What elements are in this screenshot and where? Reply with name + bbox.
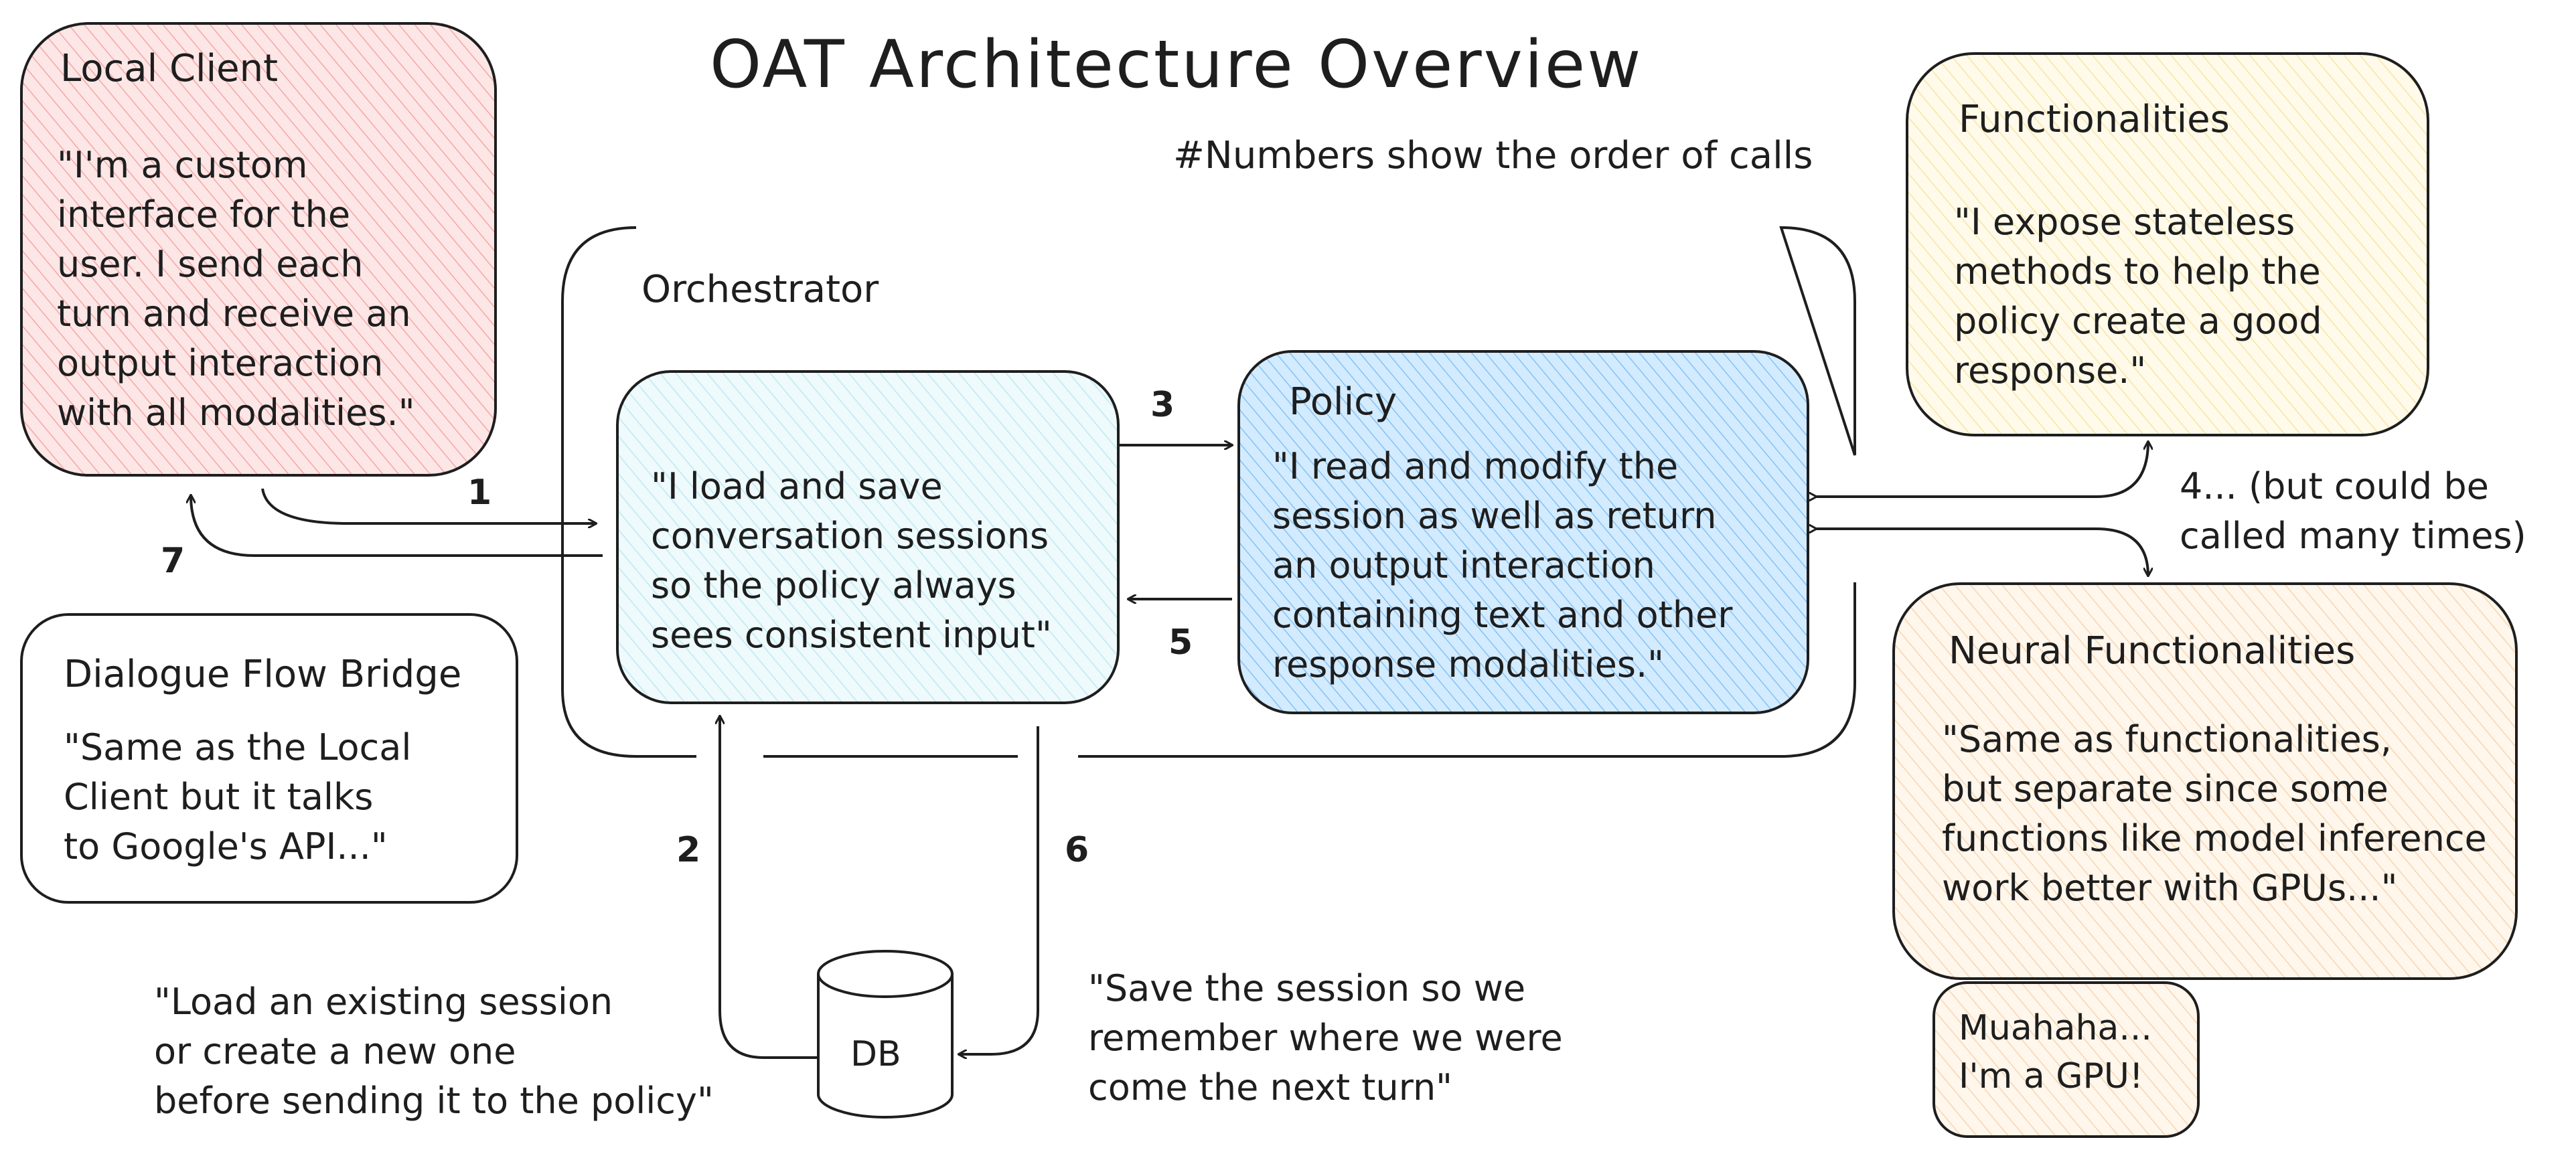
arrow-number-6: 6 [1065,830,1089,870]
orchestrator-inner-text: "I load and save conversation sessions s… [651,465,1052,656]
local-client-box [20,22,497,477]
neural-functionalities-box [1892,582,2518,980]
load-session-caption: "Load an existing session or create a ne… [154,981,714,1122]
arrow-1 [261,488,596,523]
gpu-box [1933,981,2200,1138]
arrow-4-functionalities [1816,442,2148,497]
gpu-text: Muahaha... I'm a GPU! [1959,1008,2152,1096]
local-client-title: Local Client [60,47,279,90]
arrow-7 [191,495,603,557]
arrow-6 [959,726,1039,1054]
policy-title: Policy [1289,380,1397,424]
orchestrator-container [561,226,1856,758]
diagram-title: OAT Architecture Overview [710,27,1643,103]
orchestrator-inner-box [616,370,1120,704]
functionalities-title: Functionalities [1959,98,2230,141]
arrow-number-5: 5 [1168,623,1193,663]
orchestrator-label: Orchestrator [641,268,879,311]
db-cylinder [817,950,954,1119]
arrow-number-3: 3 [1150,385,1175,425]
dialogue-flow-bridge-box [20,613,518,904]
arrow-4-neural [1816,529,2148,576]
policy-text: "I read and modify the session as well a… [1272,445,1733,685]
db-label: DB [850,1034,901,1074]
neural-functionalities-text: "Same as functionalities, but separate s… [1942,718,2487,909]
arrow-number-2: 2 [676,830,701,870]
local-client-text: "I'm a custom interface for the user. I … [57,144,415,434]
functionalities-text: "I expose stateless methods to help the … [1954,201,2322,392]
order-note: #Numbers show the order of calls [1173,134,1813,177]
save-session-caption: "Save the session so we remember where w… [1088,967,1563,1108]
dialogue-flow-bridge-text: "Same as the Local Client but it talks t… [64,726,412,868]
functionalities-box [1906,52,2429,436]
neural-functionalities-title: Neural Functionalities [1949,629,2356,673]
arrow-number-1: 1 [467,473,492,513]
arrow-number-4: 4... (but could be called many times) [2180,465,2526,557]
arrow-number-7: 7 [161,541,185,581]
dialogue-flow-bridge-title: Dialogue Flow Bridge [64,653,462,696]
arrow-2 [720,716,818,1059]
